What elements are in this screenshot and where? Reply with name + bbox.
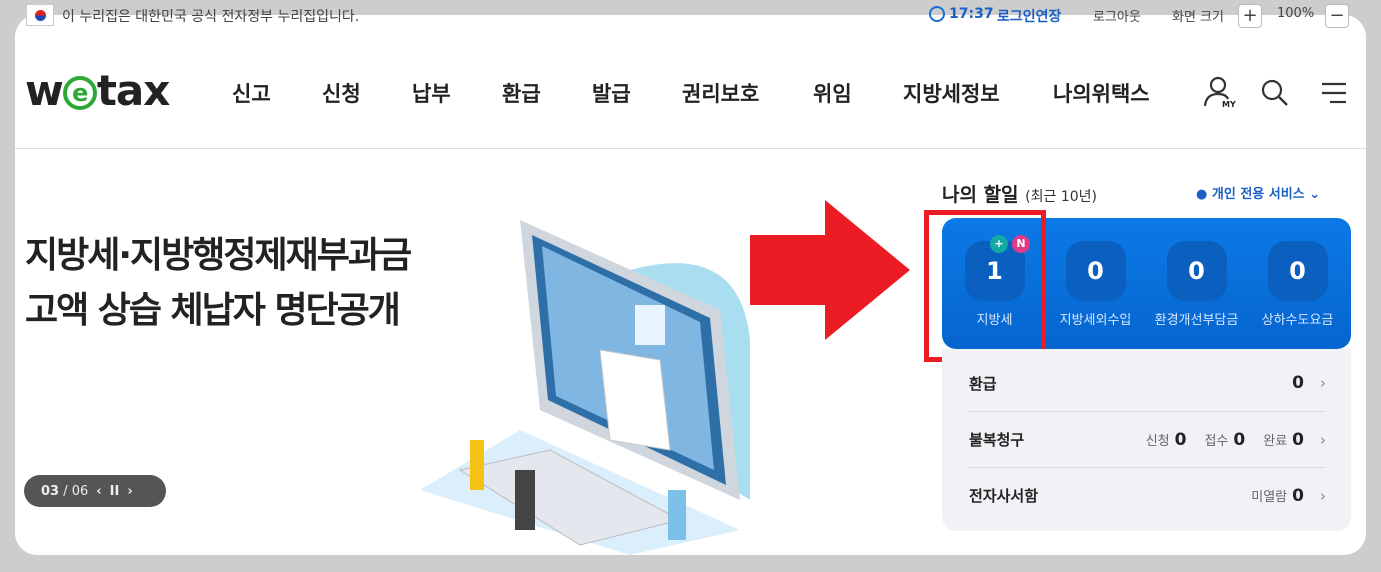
nav-local-tax-info[interactable]: 지방세정보 bbox=[903, 82, 1000, 106]
nav-pay[interactable]: 납부 bbox=[412, 82, 451, 106]
row-label: 전자사서함 bbox=[969, 487, 1039, 505]
zoom-level: 100% bbox=[1277, 6, 1315, 21]
category-label: 지방세외수입 bbox=[1059, 313, 1132, 328]
category-count: 0 bbox=[1065, 241, 1126, 301]
header-divider bbox=[15, 148, 1366, 149]
nav-my-wetax[interactable]: 나의위택스 bbox=[1053, 82, 1150, 106]
unread-label: 미열람 bbox=[1251, 490, 1288, 505]
nav-delegate[interactable]: 위임 bbox=[813, 82, 852, 106]
done-count: 0 bbox=[1292, 429, 1304, 450]
plus-badge-icon: + bbox=[990, 235, 1008, 253]
hero-line-2: 고액 상습 체납자 명단공개 bbox=[25, 290, 401, 331]
tasks-subtitle: (최근 10년) bbox=[1025, 189, 1098, 205]
my-page-button[interactable]: MY bbox=[1202, 74, 1238, 110]
category-water-fee[interactable]: 0 상하수도요금 bbox=[1247, 241, 1348, 328]
nav-rights[interactable]: 권리보호 bbox=[682, 82, 760, 106]
extend-login-button[interactable]: 로그인연장 bbox=[997, 9, 1062, 25]
category-environment-charge[interactable]: 0 환경개선부담금 bbox=[1146, 241, 1247, 328]
next-slide-icon[interactable]: › bbox=[127, 483, 133, 499]
category-label: 지방세 bbox=[976, 313, 1013, 328]
clock-icon bbox=[929, 6, 945, 22]
red-arrow-annotation bbox=[750, 200, 910, 340]
task-list: 환급 0 › 불복청구 신청 0 접수 0 완료 0 › 전자사서함 미열람 0 › bbox=[942, 349, 1351, 531]
computer-illustration bbox=[420, 220, 750, 555]
category-count: 0 bbox=[1166, 241, 1227, 301]
session-time: 17:37 bbox=[949, 6, 994, 22]
pager-total: / 06 bbox=[63, 483, 89, 499]
category-label: 환경개선부담금 bbox=[1154, 313, 1239, 328]
logo-text: w bbox=[25, 66, 64, 115]
row-label: 불복청구 bbox=[969, 431, 1025, 449]
top-bar: 이 누리집은 대한민국 공식 전자정부 누리집입니다. 17:37 로그인연장 … bbox=[0, 0, 1381, 32]
screen-size-label: 화면 크기 bbox=[1172, 10, 1224, 25]
slide-pager: 03 / 06 ‹ II › bbox=[24, 475, 166, 507]
zoom-out-button[interactable]: − bbox=[1325, 4, 1349, 28]
nav-apply[interactable]: 신청 bbox=[322, 82, 361, 106]
korea-flag-icon bbox=[26, 4, 54, 26]
gov-notice[interactable]: 이 누리집은 대한민국 공식 전자정부 누리집입니다. bbox=[62, 9, 360, 25]
applied-count: 0 bbox=[1174, 429, 1187, 450]
pager-current: 03 bbox=[41, 483, 60, 499]
category-label: 상하수도요금 bbox=[1261, 313, 1334, 328]
chevron-right-icon: › bbox=[1320, 486, 1326, 505]
logo-e: e bbox=[62, 76, 97, 110]
category-local-tax[interactable]: 1 지방세 + N bbox=[944, 235, 1045, 328]
nav-report[interactable]: 신고 bbox=[232, 82, 271, 106]
search-icon[interactable] bbox=[1260, 78, 1290, 108]
my-label: MY bbox=[1222, 100, 1236, 109]
personal-service-dropdown[interactable]: ● 개인 전용 서비스 ⌄ bbox=[1196, 183, 1320, 202]
chevron-right-icon: › bbox=[1320, 430, 1326, 449]
mailbox-row[interactable]: 전자사서함 미열람 0 › bbox=[969, 467, 1326, 523]
unread-count: 0 bbox=[1292, 485, 1304, 506]
applied-label: 신청 bbox=[1145, 434, 1170, 449]
refund-row[interactable]: 환급 0 › bbox=[969, 355, 1326, 411]
received-count: 0 bbox=[1233, 429, 1246, 450]
logout-button[interactable]: 로그아웃 bbox=[1093, 10, 1141, 25]
my-tasks-title: 나의 할일 (최근 10년) bbox=[942, 180, 1097, 207]
new-badge: N bbox=[1012, 235, 1030, 253]
logo-text: tax bbox=[96, 66, 171, 115]
menu-icon[interactable] bbox=[1318, 80, 1348, 106]
zoom-in-button[interactable]: + bbox=[1238, 4, 1262, 28]
hero-line-1: 지방세·지방행정제재부과금 bbox=[25, 235, 412, 276]
received-label: 접수 bbox=[1204, 434, 1229, 449]
user-check-icon: ● bbox=[1196, 187, 1208, 202]
row-label: 환급 bbox=[969, 374, 997, 393]
tasks-title-text: 나의 할일 bbox=[942, 184, 1019, 206]
refund-count: 0 bbox=[1292, 373, 1304, 393]
chevron-right-icon: › bbox=[1320, 374, 1326, 392]
category-non-tax-revenue[interactable]: 0 지방세외수입 bbox=[1045, 241, 1146, 328]
red-highlight-box bbox=[924, 210, 1046, 362]
appeal-row[interactable]: 불복청구 신청 0 접수 0 완료 0 › bbox=[969, 411, 1326, 467]
category-count: 0 bbox=[1267, 241, 1328, 301]
personal-service-label: 개인 전용 서비스 bbox=[1211, 187, 1305, 202]
nav-issue[interactable]: 발급 bbox=[592, 82, 631, 106]
nav-refund[interactable]: 환급 bbox=[502, 82, 541, 106]
pause-icon[interactable]: II bbox=[109, 483, 120, 499]
chevron-down-icon: ⌄ bbox=[1309, 187, 1321, 202]
user-icon bbox=[1203, 76, 1230, 107]
tax-category-panel: 1 지방세 + N 0 지방세외수입 0 환경개선부담금 0 상하수도요금 bbox=[942, 218, 1351, 349]
prev-slide-icon[interactable]: ‹ bbox=[96, 483, 102, 499]
done-label: 완료 bbox=[1263, 434, 1288, 449]
